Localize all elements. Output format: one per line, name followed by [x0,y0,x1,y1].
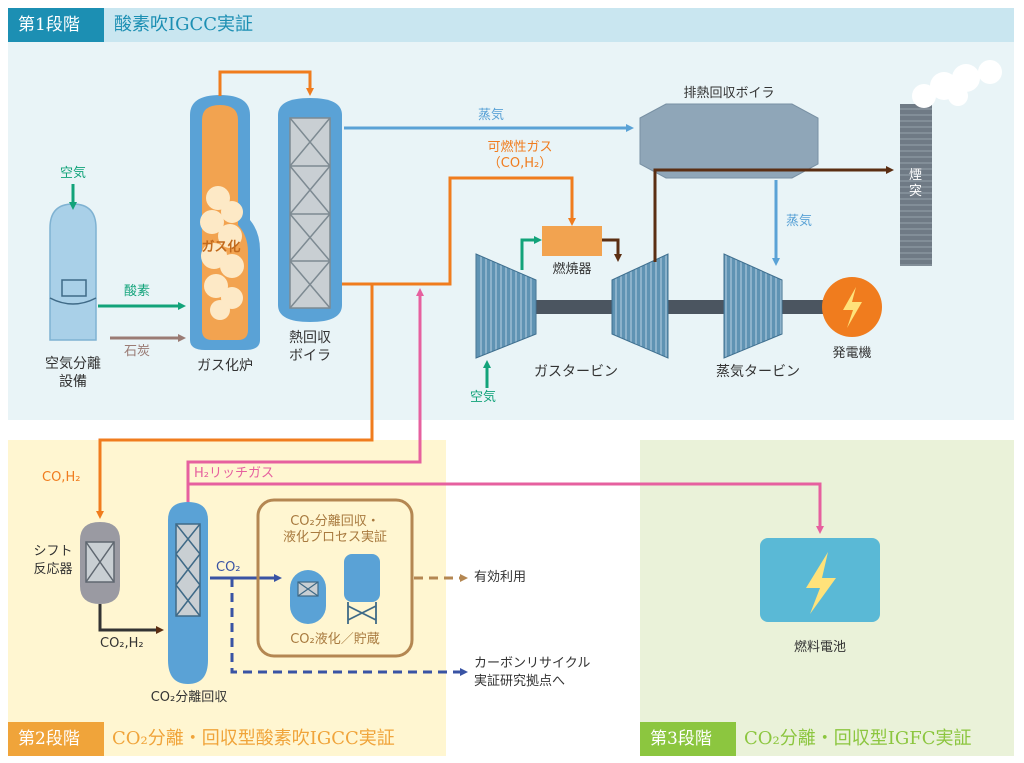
stage1-panel [8,8,1014,420]
fuel-cell-label: 燃料電池 [793,640,846,655]
gasifier-to-boiler-line [218,70,314,96]
hrsg-label: 排熱回収ボイラ [683,86,775,101]
stack-label: 煙突 [909,168,923,200]
gasifier [190,95,260,350]
fuel-gas-label-line1: 可燃性ガス [487,140,553,155]
liquefaction-storage-label: CO₂液化／貯蔵 [290,632,380,647]
generator [822,277,882,337]
coh2-to-shift-line [96,284,374,519]
storage-tank [344,554,380,624]
steam-turbine [723,253,783,359]
stage1-tag: 第1段階 [8,8,104,42]
steam-turbine-label: 蒸気タービン [716,364,800,380]
combustor [542,226,602,256]
carbon-recycle-line [230,578,468,676]
liquefaction-box [256,498,414,658]
h2-rich-gas-line [186,482,824,534]
asu-label-line2: 設備 [59,374,87,390]
stage2-tag: 第2段階 [8,722,104,756]
h2-to-gas-turbine-line [186,288,424,484]
liquefaction-tank [290,570,326,624]
co-h2-label: CO,H₂ [42,470,81,485]
fuel-gas-line [342,176,576,286]
co2-h2-label: CO₂,H₂ [100,636,144,651]
fuel-gas-label-line2: （CO,H₂） [487,156,553,171]
effective-use-label: 有効利用 [474,570,527,585]
air-top-label: 空気 [60,166,87,181]
heat-recovery-boiler [278,98,342,322]
carbon-recycle-label-line2: 実証研究拠点へ [474,674,566,689]
combustor-label: 燃焼器 [552,262,592,277]
co2-capture-label: CO₂分離回収 [150,690,228,705]
gasification-label: ガス化 [201,240,241,255]
carbon-recycle-label-line1: カーボンリサイクル [474,656,591,671]
heat-recovery-boiler-label-line1: 熱回収 [289,330,331,346]
stage2-title: CO₂分離・回収型酸素吹IGCC実証 [112,728,395,749]
exhaust-line [653,166,894,262]
co2-label: CO₂ [216,560,241,575]
asu-label-line1: 空気分離 [45,356,101,372]
co2h2-line [98,604,164,634]
liquefaction-label-line1: CO₂分離回収・ [290,514,380,529]
air-separation-unit [49,203,97,341]
steam-right-label: 蒸気 [786,214,813,229]
gas-turbine [475,253,669,359]
shaft [530,300,830,314]
coal-label: 石炭 [124,344,151,359]
h2-rich-gas-label: H₂リッチガス [194,466,274,481]
co2-capture-column [168,502,208,684]
compressor-to-combustor-line [520,236,542,270]
shift-reactor-label-line1: シフト [33,544,73,559]
stage1-title: 酸素吹IGCC実証 [114,14,254,35]
steam-top-label: 蒸気 [478,108,505,123]
air-bottom-label: 空気 [470,390,497,405]
stage3-tag: 第3段階 [640,722,736,756]
gas-turbine-label: ガスタービン [534,364,618,380]
generator-label: 発電機 [832,346,872,361]
shift-reactor [80,522,120,604]
gasifier-label: ガス化炉 [197,358,253,374]
stage1-header-band [8,8,1014,42]
liquefaction-label-line2: 液化プロセス実証 [282,530,387,545]
hrsg [639,103,819,179]
oxygen-label: 酸素 [124,284,151,299]
combustor-to-turbine-line [602,238,622,262]
shift-reactor-label-line2: 反応器 [33,562,73,577]
stack [900,60,1002,266]
fuel-cell [760,538,880,622]
stage3-title: CO₂分離・回収型IGFC実証 [744,728,972,749]
heat-recovery-boiler-label-line2: ボイラ [289,348,331,364]
